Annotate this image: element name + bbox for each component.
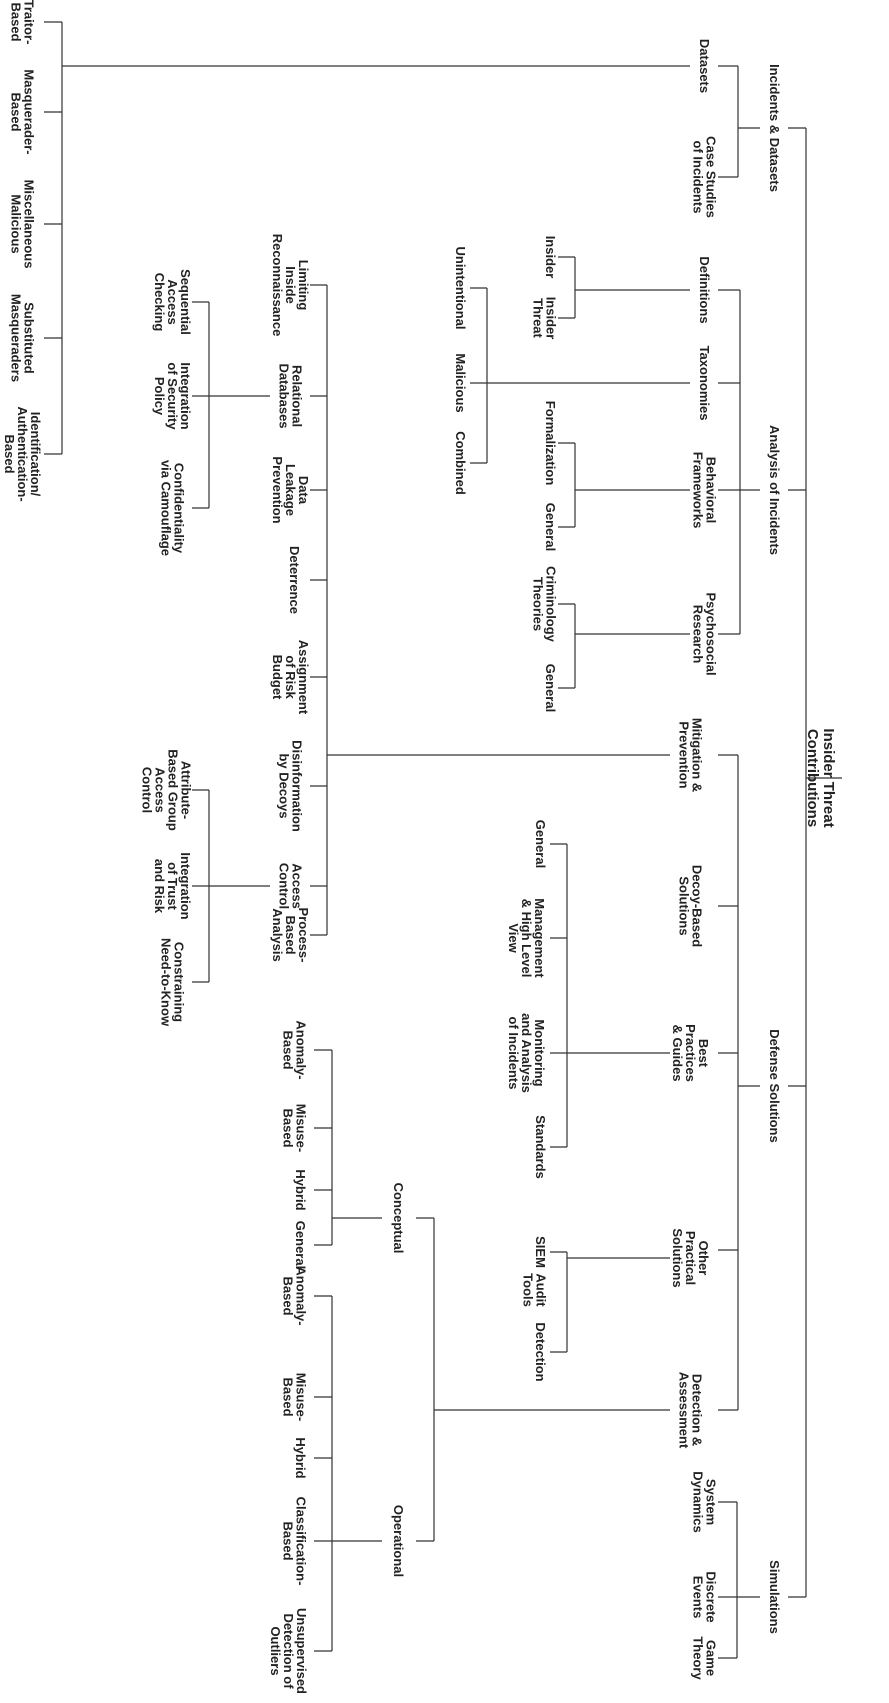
node-operational-anomaly: Anomaly-Based <box>281 1266 309 1325</box>
node-access-control: AccessControl <box>277 863 305 909</box>
node-disinformation-decoys: Disinformationby Decoys <box>277 740 305 832</box>
node-monitoring-analysis: Monitoringand Analysisof Incidents <box>506 1013 547 1093</box>
node-definitions: Definitions <box>697 256 712 323</box>
node-miscellaneous-malicious: MiscellaneousMalicious <box>9 180 37 269</box>
node-siem: SIEM <box>533 1236 548 1268</box>
node-discrete-events: DiscreteEvents <box>691 1571 719 1622</box>
root-node: Insider ThreatContributions <box>804 728 837 827</box>
node-management-high-level: Management& High LevelView <box>506 898 547 978</box>
node-risk-budget: Assignmentof RiskBudget <box>270 640 311 715</box>
node-operational-misuse: Misuse-Based <box>281 1373 309 1421</box>
node-operational-hybrid: Hybrid <box>293 1437 308 1478</box>
node-detection: Detection <box>533 1322 548 1381</box>
node-combined: Combined <box>453 431 468 495</box>
node-detection-assessment: Detection &Assessment <box>677 1372 705 1449</box>
node-best-practices-general: General <box>533 820 548 868</box>
node-traitor-based: Traitor-Based <box>9 0 37 44</box>
node-best-practices: BestPractices& Guides <box>670 1024 711 1082</box>
node-system-dynamics: SystemDynamics <box>691 1471 719 1532</box>
tree-edges <box>44 21 842 1659</box>
node-game-theory: GameTheory <box>691 1636 719 1680</box>
node-insider-threat: InsiderThreat <box>531 297 559 340</box>
node-unintentional: Unintentional <box>453 246 468 329</box>
tree-labels: Insider ThreatContributions Incidents & D… <box>2 0 837 1694</box>
node-conceptual-hybrid: Hybrid <box>293 1169 308 1210</box>
node-case-studies: Case Studiesof Incidents <box>691 136 719 218</box>
node-unsupervised-outliers: UnsupervisedDetection ofOutliers <box>268 1608 309 1694</box>
node-other-practical-solutions: OtherPracticalSolutions <box>670 1228 711 1287</box>
node-limiting-inside-reconnaissance: LimitingInsideReconnaissance <box>270 234 311 337</box>
node-constraining-need-to-know: ConstrainingNeed-to-Know <box>159 938 187 1027</box>
node-behavioral-frameworks: BehavioralFrameworks <box>691 452 719 529</box>
node-behavioral-general: General <box>543 503 558 551</box>
node-integration-security-policy: Integrationof SecurityPolicy <box>152 362 193 430</box>
node-psychosocial-general: General <box>543 664 558 712</box>
node-incidents-datasets: Incidents & Datasets <box>767 64 782 192</box>
node-identification-authentication: Identification/Authentication-Based <box>2 406 43 501</box>
node-relational-databases: RelationalDatabases <box>277 363 305 428</box>
node-malicious: Malicious <box>453 353 468 412</box>
node-taxonomies: Taxonomies <box>697 346 712 421</box>
node-decoy-based-solutions: Decoy-BasedSolutions <box>677 865 705 947</box>
node-mitigation-prevention: Mitigation &Prevention <box>677 718 705 792</box>
node-substituted-masqueraders: SubstitutedMasqueraders <box>9 294 37 382</box>
node-datasets: Datasets <box>697 39 712 93</box>
node-analysis-of-incidents: Analysis of Incidents <box>767 425 782 555</box>
node-masquerader-based: Masquerader-Based <box>9 69 37 154</box>
node-data-leakage-prevention: DataLeakagePrevention <box>270 456 311 523</box>
node-conceptual-anomaly: Anomaly-Based <box>281 1020 309 1079</box>
node-integration-trust-risk: Integrationof Trustand Risk <box>152 852 193 919</box>
node-simulations: Simulations <box>767 1560 782 1634</box>
node-criminology-theories: CriminologyTheories <box>531 566 559 643</box>
node-formalization: Formalization <box>543 401 558 486</box>
node-attribute-based-access: Attribute-Based GroupAccessControl <box>140 749 194 831</box>
node-conceptual-general: General <box>293 1221 308 1269</box>
node-deterrence: Deterrence <box>287 546 302 614</box>
node-classification-based: Classification-Based <box>281 1497 309 1586</box>
node-defense-solutions: Defense Solutions <box>767 1029 782 1142</box>
node-process-based-analysis: Process-BasedAnalysis <box>270 908 311 963</box>
node-confidentiality-camouflage: Confidentialityvia Camouflage <box>159 460 187 556</box>
node-audit-tools: AuditTools <box>521 1273 549 1307</box>
node-sequential-access-checking: SequentialAccessChecking <box>152 269 193 335</box>
node-conceptual-misuse: Misuse-Based <box>281 1104 309 1152</box>
node-conceptual: Conceptual <box>391 1183 406 1254</box>
node-insider: Insider <box>543 236 558 279</box>
node-standards: Standards <box>533 1115 548 1179</box>
node-operational: Operational <box>391 1505 406 1577</box>
node-psychosocial-research: PsychosocialResearch <box>691 592 719 675</box>
